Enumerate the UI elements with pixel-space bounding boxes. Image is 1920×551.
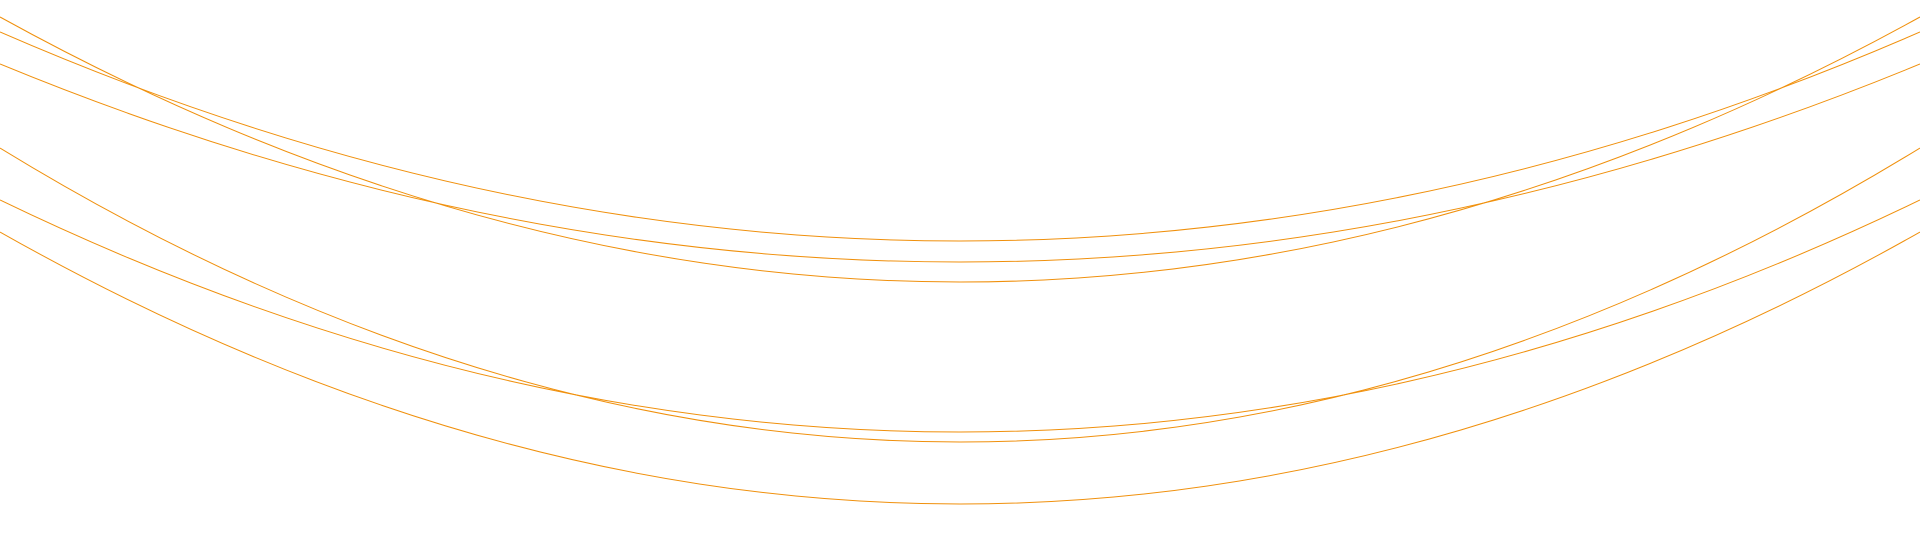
curve-upper-steep [0, 16, 1920, 283]
curve-lower-shallow-2 [0, 231, 1920, 505]
curve-lower-shallow-1 [0, 199, 1920, 433]
curve-lower-steep [0, 147, 1920, 443]
curve-upper-shallow-1 [0, 31, 1920, 242]
curve-upper-shallow-2 [0, 63, 1920, 263]
